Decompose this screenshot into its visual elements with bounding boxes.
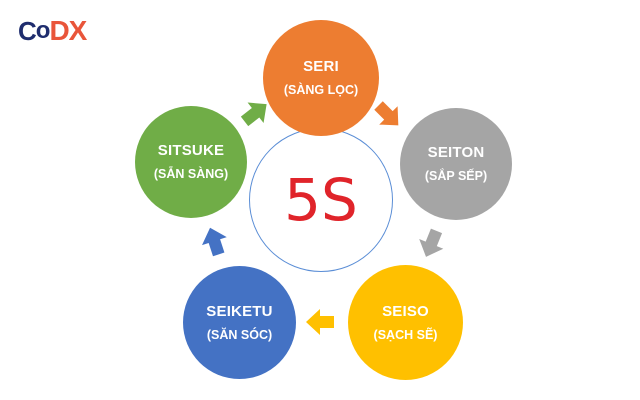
node-seiso-title: SEISO	[382, 302, 429, 320]
logo-letter-o: o	[35, 17, 51, 44]
node-sitsuke-subtitle: (SẴN SÀNG)	[153, 167, 229, 181]
node-seri: SERI (SÀNG LỌC)	[263, 20, 379, 136]
node-sitsuke: SITSUKE (SẴN SÀNG)	[135, 106, 247, 218]
arrow-seiso-to-seiketu	[306, 309, 334, 335]
arrow-sitsuke-to-seri	[240, 102, 267, 127]
node-seri-title: SERI	[303, 58, 339, 75]
arrow-seiton-to-seiso	[419, 228, 444, 257]
node-seiton-subtitle: (SẮP SẾP)	[424, 169, 488, 183]
codx-logo: C o DX	[18, 14, 90, 48]
node-seiso-subtitle: (SẠCH SẼ)	[373, 327, 438, 342]
logo-letter-c: C	[18, 16, 37, 46]
arrow-seri-to-seiton	[374, 101, 399, 126]
node-seiso: SEISO (SẠCH SẼ)	[348, 265, 463, 380]
node-seri-subtitle: (SÀNG LỌC)	[283, 83, 359, 97]
center-5s-circle: 5S	[249, 128, 393, 272]
node-seiketu-subtitle: (SĂN SÓC)	[206, 327, 273, 342]
logo-letters-dx: DX	[49, 15, 87, 46]
node-seiton: SEITON (SẮP SẾP)	[400, 108, 512, 220]
arrow-seiketu-to-sitsuke	[202, 227, 227, 257]
node-sitsuke-title: SITSUKE	[157, 142, 225, 159]
node-seiketu: SEIKETU (SĂN SÓC)	[183, 266, 296, 379]
node-seiton-title: SEITON	[427, 144, 485, 161]
node-seiketu-title: SEIKETU	[206, 302, 273, 320]
center-label: 5S	[284, 166, 358, 234]
